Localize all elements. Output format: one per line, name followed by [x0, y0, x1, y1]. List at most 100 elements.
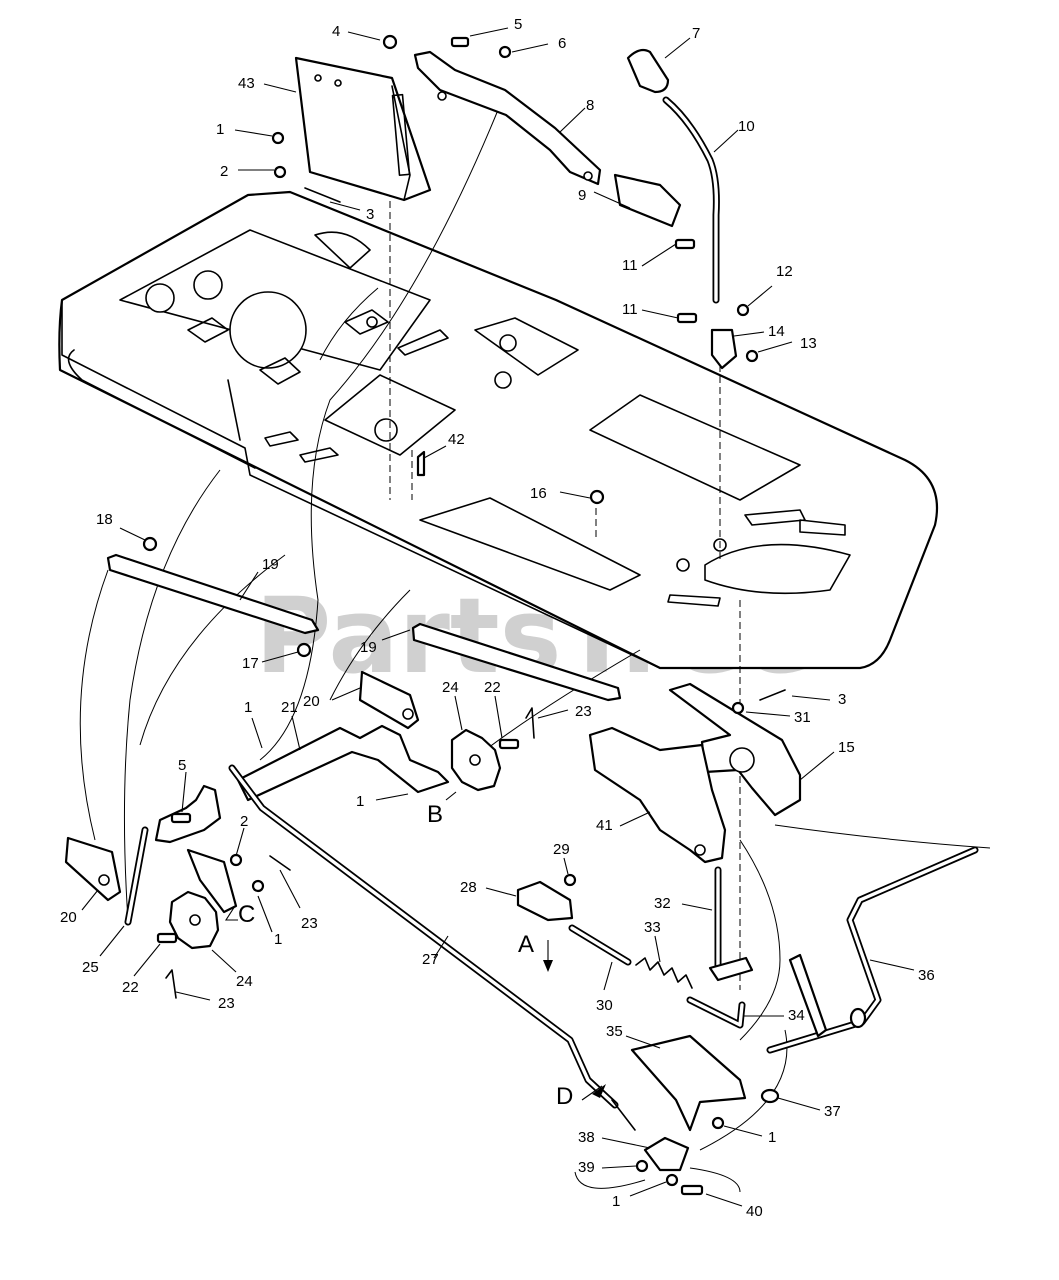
callout-28: 28 — [460, 879, 517, 897]
svg-text:30: 30 — [596, 997, 613, 1014]
svg-text:22: 22 — [122, 979, 139, 996]
part-27-lift-rod — [228, 764, 636, 1131]
svg-text:27: 27 — [422, 951, 439, 968]
svg-text:3: 3 — [838, 691, 846, 708]
svg-text:41: 41 — [596, 817, 613, 834]
callout-36: 36 — [869, 959, 935, 984]
svg-text:32: 32 — [654, 895, 671, 912]
svg-text:4: 4 — [332, 23, 340, 40]
part-24-knob-top — [450, 728, 502, 792]
part-10-lever — [662, 96, 720, 304]
callout-1-center: 1 — [356, 793, 409, 810]
small-fasteners-top — [142, 34, 759, 552]
callout-25: 25 — [82, 925, 125, 976]
callout-20-bottom: 20 — [60, 889, 99, 926]
svg-text:1: 1 — [274, 931, 282, 948]
frame-panel — [58, 190, 939, 670]
callout-17: 17 — [242, 651, 299, 672]
svg-text:1: 1 — [244, 699, 252, 716]
svg-text:10: 10 — [738, 118, 755, 135]
svg-text:42: 42 — [448, 431, 465, 448]
callout-24-bottom: 24 — [211, 949, 253, 990]
callout-37: 37 — [777, 1097, 841, 1120]
svg-text:15: 15 — [838, 739, 855, 756]
callout-22-top: 22 — [484, 679, 503, 739]
part-35-bracket — [630, 1034, 747, 1132]
callout-29: 29 — [553, 841, 570, 875]
callout-5-top: 5 — [469, 16, 522, 37]
callout-1-mid: 1 — [244, 699, 263, 749]
svg-text:16: 16 — [530, 485, 547, 502]
part-20-plate-top — [358, 670, 420, 730]
callout-5-mid: 5 — [178, 757, 187, 813]
part-39-nut — [635, 1159, 649, 1173]
part-1-nut-lower — [711, 1116, 725, 1130]
callout-41: 41 — [596, 811, 651, 834]
callout-2-top: 2 — [220, 163, 274, 180]
callout-23-bottom: 23 — [175, 991, 235, 1012]
svg-text:1: 1 — [356, 793, 364, 810]
svg-text:8: 8 — [586, 97, 594, 114]
callout-32: 32 — [654, 895, 713, 912]
svg-text:5: 5 — [178, 757, 186, 774]
callout-19-left: 19 — [239, 556, 279, 601]
svg-text:1: 1 — [768, 1129, 776, 1146]
part-23-pin-mid — [269, 855, 291, 871]
svg-text:D: D — [556, 1083, 573, 1110]
mark-b: B — [427, 791, 457, 828]
svg-text:34: 34 — [788, 1007, 805, 1024]
svg-text:19: 19 — [262, 556, 279, 573]
callout-16: 16 — [530, 485, 591, 502]
part-31-washer — [731, 701, 745, 715]
svg-text:1: 1 — [612, 1193, 620, 1210]
callout-4: 4 — [332, 23, 381, 41]
part-34-rod — [686, 996, 746, 1029]
svg-text:5: 5 — [514, 16, 522, 33]
callout-2-mid: 2 — [235, 813, 248, 857]
callout-40: 40 — [705, 1193, 763, 1220]
svg-text:14: 14 — [768, 323, 785, 340]
callout-34: 34 — [744, 1007, 805, 1024]
svg-text:28: 28 — [460, 879, 477, 896]
svg-text:11: 11 — [622, 301, 638, 318]
svg-text:36: 36 — [918, 967, 935, 984]
svg-text:1: 1 — [216, 121, 224, 138]
callout-13: 13 — [757, 335, 817, 353]
part-23-pin-top — [525, 707, 535, 739]
callout-23-top: 23 — [537, 703, 592, 720]
mark-a: A — [518, 931, 553, 972]
svg-text:25: 25 — [82, 959, 99, 976]
callout-7: 7 — [664, 25, 700, 59]
callout-24-top: 24 — [442, 679, 463, 731]
svg-text:31: 31 — [794, 709, 811, 726]
svg-text:20: 20 — [303, 693, 320, 710]
callout-11-b: 11 — [622, 301, 679, 319]
part-29-nut — [563, 873, 577, 887]
callout-33: 33 — [644, 919, 661, 963]
svg-text:B: B — [427, 801, 443, 828]
callout-14: 14 — [733, 323, 785, 340]
svg-text:23: 23 — [218, 995, 235, 1012]
svg-text:37: 37 — [824, 1103, 841, 1120]
svg-text:17: 17 — [242, 655, 259, 672]
callout-38: 38 — [578, 1129, 651, 1149]
part-36-shaft — [766, 846, 979, 1054]
callout-12: 12 — [747, 263, 793, 307]
svg-text:18: 18 — [96, 511, 113, 528]
part-32-rod — [708, 866, 754, 982]
svg-text:23: 23 — [301, 915, 318, 932]
callout-3-top: 3 — [329, 201, 374, 223]
svg-text:21: 21 — [281, 699, 298, 716]
part-19-strap-right — [411, 622, 622, 702]
part-25-rod — [124, 826, 149, 926]
part-8-bracket — [413, 50, 602, 186]
callout-1-right: 1 — [723, 1125, 776, 1146]
callout-27: 27 — [422, 935, 449, 968]
part-7-knob — [626, 48, 670, 94]
part-41-bracket — [588, 726, 727, 864]
svg-text:11: 11 — [622, 257, 638, 274]
callout-1-bottom: 1 — [612, 1181, 667, 1210]
callout-23-mid: 23 — [279, 869, 318, 932]
svg-text:38: 38 — [578, 1129, 595, 1146]
part-37-washer — [760, 1088, 780, 1104]
